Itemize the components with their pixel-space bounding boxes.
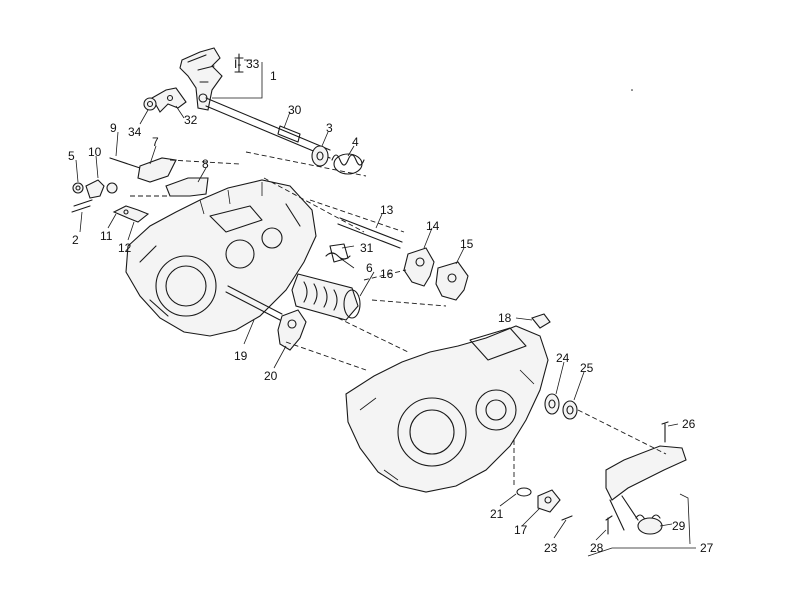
callout-2: 2 xyxy=(72,233,79,247)
callout-14: 14 xyxy=(426,219,440,233)
callout-3: 3 xyxy=(326,121,333,135)
callout-labels: I- 33 1 30 3 4 34 32 9 7 5 10 8 2 11 12 … xyxy=(68,57,714,555)
callout-11: 11 xyxy=(100,229,113,243)
pedal-rubber-29 xyxy=(635,514,663,535)
callout-9: 9 xyxy=(110,121,117,135)
callout-25: 25 xyxy=(580,361,594,375)
callout-30: 30 xyxy=(288,103,302,117)
callout-4: 4 xyxy=(352,135,359,149)
washer-24 xyxy=(544,393,560,415)
callout-19: 19 xyxy=(234,349,248,363)
oil-seal-25 xyxy=(562,400,578,420)
shift-pedal-27 xyxy=(605,445,687,531)
callout-8: 8 xyxy=(202,157,209,171)
callout-6: 6 xyxy=(366,261,373,275)
shift-shaft-assembly xyxy=(179,47,331,159)
callout-33: 33 xyxy=(246,57,260,71)
shift-drum-parts-6-31 xyxy=(325,243,351,263)
callout-27: 27 xyxy=(700,541,714,555)
callout-16: 16 xyxy=(380,267,394,281)
shift-drum-16 xyxy=(291,273,361,321)
crankcase-right-half xyxy=(345,325,549,493)
fork-shaft-19 xyxy=(225,285,283,321)
fork-shaft-13 xyxy=(337,217,403,249)
callout-23: 23 xyxy=(544,541,558,555)
nut-34 xyxy=(143,97,157,111)
shift-fork-14 xyxy=(403,247,435,287)
switch-17 xyxy=(537,489,561,513)
callout-7: 7 xyxy=(152,135,159,149)
plug-18 xyxy=(531,313,551,329)
callout-33-marker: I- xyxy=(234,57,241,71)
callout-29: 29 xyxy=(672,519,686,533)
callout-31: 31 xyxy=(360,241,374,255)
shift-fork-15 xyxy=(435,261,469,301)
callout-12: 12 xyxy=(118,241,132,255)
callout-18: 18 xyxy=(498,311,512,325)
bolt-28 xyxy=(605,515,613,535)
callout-1: 1 xyxy=(270,69,277,83)
leader-lines xyxy=(75,105,696,557)
bolt-26 xyxy=(661,421,669,443)
shift-plate-32 xyxy=(151,87,187,113)
callout-32: 32 xyxy=(184,113,198,127)
callout-bracket-1 xyxy=(212,59,263,99)
o-ring-21 xyxy=(516,487,532,497)
shift-pawl-parts xyxy=(71,157,209,223)
print-speck xyxy=(631,89,633,91)
callout-20: 20 xyxy=(264,369,278,383)
crankcase-left-half xyxy=(125,179,317,337)
callout-15: 15 xyxy=(460,237,474,251)
callout-10: 10 xyxy=(88,145,102,159)
callout-5: 5 xyxy=(68,149,75,163)
assembly-guide-lines xyxy=(130,151,667,486)
callout-28: 28 xyxy=(590,541,604,555)
callout-17: 17 xyxy=(514,523,528,537)
callout-24: 24 xyxy=(556,351,570,365)
callout-13: 13 xyxy=(380,203,394,217)
shift-fork-20 xyxy=(277,309,307,351)
spring-4 xyxy=(331,153,365,175)
callout-34: 34 xyxy=(128,125,142,139)
screw-23 xyxy=(561,515,573,521)
callout-26: 26 xyxy=(682,417,696,431)
callout-21: 21 xyxy=(490,507,504,521)
collar-3 xyxy=(311,145,329,167)
